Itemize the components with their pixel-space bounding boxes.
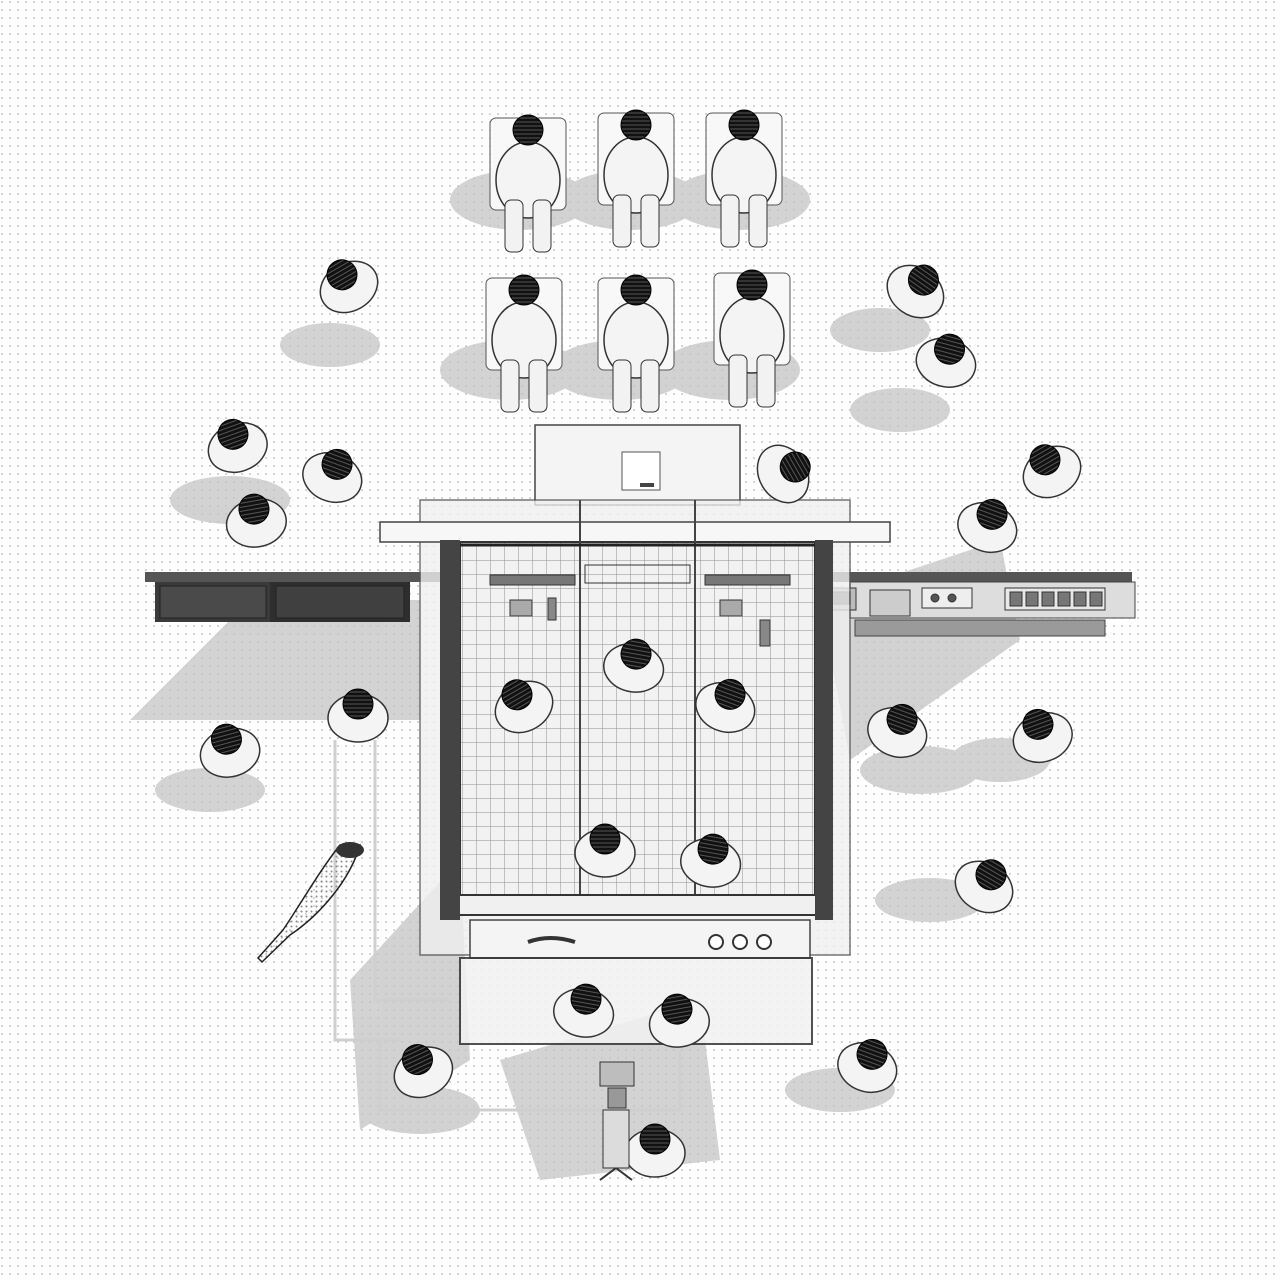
person [553,983,615,1038]
seated-person [705,109,783,248]
dog-icon [256,842,364,964]
person [915,333,977,388]
person [1012,708,1073,764]
projection-lines [333,740,682,1112]
camera-on-tripod-icon [599,1061,635,1181]
person [954,859,1014,914]
person [957,498,1018,554]
person [837,1038,898,1094]
utensil-rack [489,564,791,647]
person [225,493,287,548]
person [867,703,928,759]
person [494,679,554,734]
person [302,448,363,504]
person [1022,444,1082,499]
person [886,264,945,319]
person [207,418,268,474]
person [199,723,261,778]
seated-person [597,109,675,248]
person [695,678,756,734]
person [624,1123,686,1178]
person [603,638,665,693]
person [327,688,389,743]
seated-person [713,269,791,408]
people-layer [199,109,1082,1178]
seated-person [489,114,567,253]
seated-person [485,274,563,413]
person [319,259,379,314]
person [680,833,742,888]
cooking-booth [379,499,891,1045]
seated-person [597,274,675,413]
person [574,823,636,878]
person [648,993,710,1048]
person [393,1044,454,1099]
monitor-screen [534,424,741,506]
person [756,444,811,504]
